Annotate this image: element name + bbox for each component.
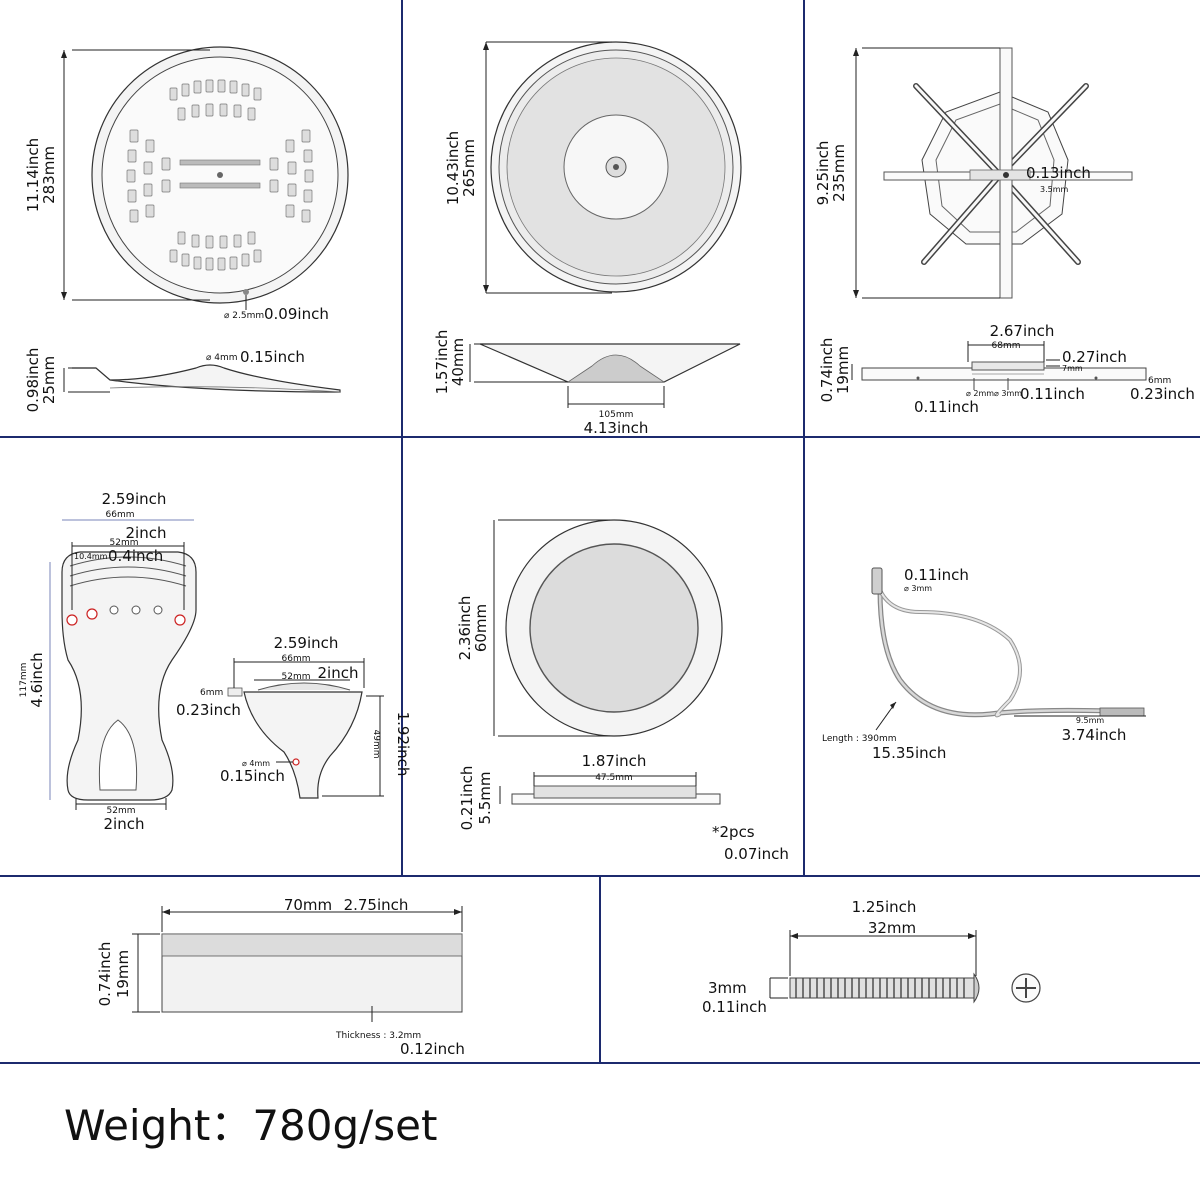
tailpiece-side-inner-in: 2inch xyxy=(318,664,359,682)
tailpiece-width-in: 2.59inch xyxy=(102,490,167,508)
saddle-drawing xyxy=(161,933,463,1013)
tailpiece-side-lip-in: 0.23inch xyxy=(176,701,241,719)
screw-dia-mm: 3mm xyxy=(708,979,747,997)
cover-plate-hole-in: 0.09inch xyxy=(264,305,329,323)
tailpiece-inner-in: 2inch xyxy=(126,524,167,542)
saddle-thickness-in: 0.12inch xyxy=(400,1040,465,1058)
cone-base-mm: 105mm xyxy=(599,410,634,420)
saddle-width-mm: 70mm xyxy=(284,896,332,914)
cover-plate-side-height-in: 0.98inch xyxy=(24,348,42,413)
cone-base-in: 4.13inch xyxy=(584,419,649,437)
set-weight: Weight：780g/set xyxy=(64,1101,438,1150)
pad-height-mm: 60mm xyxy=(472,604,490,652)
spider-side-height-mm: 19mm xyxy=(834,346,852,394)
tailpiece-height-mm: 117mm xyxy=(19,663,29,698)
screw-length-mm: 32mm xyxy=(868,919,916,937)
spider-hole2-in: 0.11inch xyxy=(1020,385,1085,403)
pad-side-view xyxy=(511,785,721,805)
spider-height-mm: 235mm xyxy=(830,144,848,202)
pad-side-height-mm: 5.5mm xyxy=(476,771,494,824)
pad-height-in: 2.36inch xyxy=(456,596,474,661)
saddle-width-in: 2.75inch xyxy=(344,896,409,914)
saddle-panel: 70mm 2.75inch 0.74inch 19mm Thickness : … xyxy=(96,896,465,1058)
tailpiece-side-hole-mm: ⌀ 4mm xyxy=(242,759,270,768)
spider-step-in: 0.27inch xyxy=(1062,348,1127,366)
cover-plate-drawing xyxy=(91,46,349,304)
cone-height-in: 10.43inch xyxy=(444,131,462,205)
tailpiece-side-width-mm: 66mm xyxy=(282,654,311,664)
spider-step-mm: 7mm xyxy=(1062,364,1083,373)
pad-quantity: *2pcs xyxy=(712,823,755,841)
spider-side-height-in: 0.74inch xyxy=(818,338,836,403)
pad-panel: 2.36inch 60mm 1.87inch 47.5mm 0.21inch 5… xyxy=(456,519,789,863)
saddle-thickness-mm: Thickness : 3.2mm xyxy=(335,1031,421,1041)
spider-hole1-mm: ⌀ 2mm xyxy=(966,389,994,398)
pad-thickness-in: 0.07inch xyxy=(724,845,789,863)
cover-plate-height-mm: 283mm xyxy=(40,146,58,204)
cover-plate-hole-mm: ⌀ 2.5mm xyxy=(224,311,264,321)
cable-end-in: 3.74inch xyxy=(1062,726,1127,744)
screw-dia-in: 0.11inch xyxy=(702,998,767,1016)
spider-center-mm: 3.5mm xyxy=(1040,185,1069,194)
cover-plate-height-in: 11.14inch xyxy=(24,138,42,212)
tailpiece-side-lip-mm: 6mm xyxy=(200,688,223,698)
phillips-head-icon xyxy=(1011,973,1041,1003)
cable-drawing xyxy=(871,567,1145,718)
spider-top-mm: 68mm xyxy=(992,341,1021,351)
tailpiece-panel: 2.59inch 66mm 2inch 52mm 10.4mm 0.4inch … xyxy=(19,490,412,833)
cone-side-height-in: 1.57inch xyxy=(433,330,451,395)
cone-panel: 10.43inch 265mm 1.57inch 40mm 105mm 4.13… xyxy=(433,41,742,437)
spider-panel: 9.25inch 235mm 0.13inch 3.5mm 2.67inch 6… xyxy=(814,47,1195,416)
panel-grid xyxy=(0,0,1200,1064)
spider-top-in: 2.67inch xyxy=(990,322,1055,340)
screw-panel: 1.25inch 32mm 3mm 0.11inch xyxy=(702,898,1041,1016)
spider-end-in: 0.23inch xyxy=(1130,385,1195,403)
spider-drawing xyxy=(883,47,1133,299)
pad-width-in: 1.87inch xyxy=(582,752,647,770)
saddle-height-in: 0.74inch xyxy=(96,942,114,1007)
cover-plate-panel: 11.14inch 283mm ⌀ 2.5mm 0.09inch 0.98inc… xyxy=(24,46,349,413)
cone-side-height-mm: 40mm xyxy=(449,338,467,386)
tailpiece-side-hole-in: 0.15inch xyxy=(220,767,285,785)
tailpiece-drawing xyxy=(61,551,197,801)
spider-height-in: 9.25inch xyxy=(814,141,832,206)
tailpiece-side-width-in: 2.59inch xyxy=(274,634,339,652)
screw-drawing xyxy=(789,972,980,1004)
spider-hole2-mm: ⌀ 3mm xyxy=(994,389,1022,398)
tailpiece-inner-mm: 52mm xyxy=(110,538,139,548)
spider-side-view xyxy=(861,361,1147,390)
spider-center-in: 0.13inch xyxy=(1026,164,1091,182)
pad-drawing xyxy=(505,519,723,737)
tailpiece-side-inner-mm: 52mm xyxy=(282,672,311,682)
cone-drawing xyxy=(490,41,742,293)
cover-plate-side-hole-mm: ⌀ 4mm xyxy=(206,353,238,363)
tailpiece-offset-mm: 10.4mm xyxy=(74,552,108,561)
pad-width-mm: 47.5mm xyxy=(595,773,633,783)
cable-dia-in: 0.11inch xyxy=(904,566,969,584)
tailpiece-side-height-in: 1.92inch xyxy=(394,712,412,777)
tailpiece-height-in: 4.6inch xyxy=(28,652,46,707)
tailpiece-bottom-mm: 52mm xyxy=(107,806,136,816)
spider-end-mm: 6mm xyxy=(1148,376,1171,386)
cone-side-view xyxy=(479,343,741,383)
tailpiece-bottom-in: 2inch xyxy=(104,815,145,833)
cable-length-in: 15.35inch xyxy=(872,744,946,762)
cone-height-mm: 265mm xyxy=(460,139,478,197)
tailpiece-width-mm: 66mm xyxy=(106,510,135,520)
cable-end-mm: 9.5mm xyxy=(1076,716,1105,725)
saddle-height-mm: 19mm xyxy=(114,950,132,998)
spider-hole1-in: 0.11inch xyxy=(914,398,979,416)
cover-plate-side-view xyxy=(72,364,341,393)
cover-plate-side-hole-in: 0.15inch xyxy=(240,348,305,366)
screw-length-in: 1.25inch xyxy=(852,898,917,916)
cable-panel: 0.11inch ⌀ 3mm Length : 390mm 15.35inch … xyxy=(822,566,1146,762)
cover-plate-side-height-mm: 25mm xyxy=(40,356,58,404)
pad-side-height-in: 0.21inch xyxy=(458,766,476,831)
cable-length-mm: Length : 390mm xyxy=(822,734,897,744)
tailpiece-offset-in: 0.4inch xyxy=(108,547,163,565)
tailpiece-side-height-mm: 49mm xyxy=(371,730,381,759)
cable-dia-mm: ⌀ 3mm xyxy=(904,584,932,593)
